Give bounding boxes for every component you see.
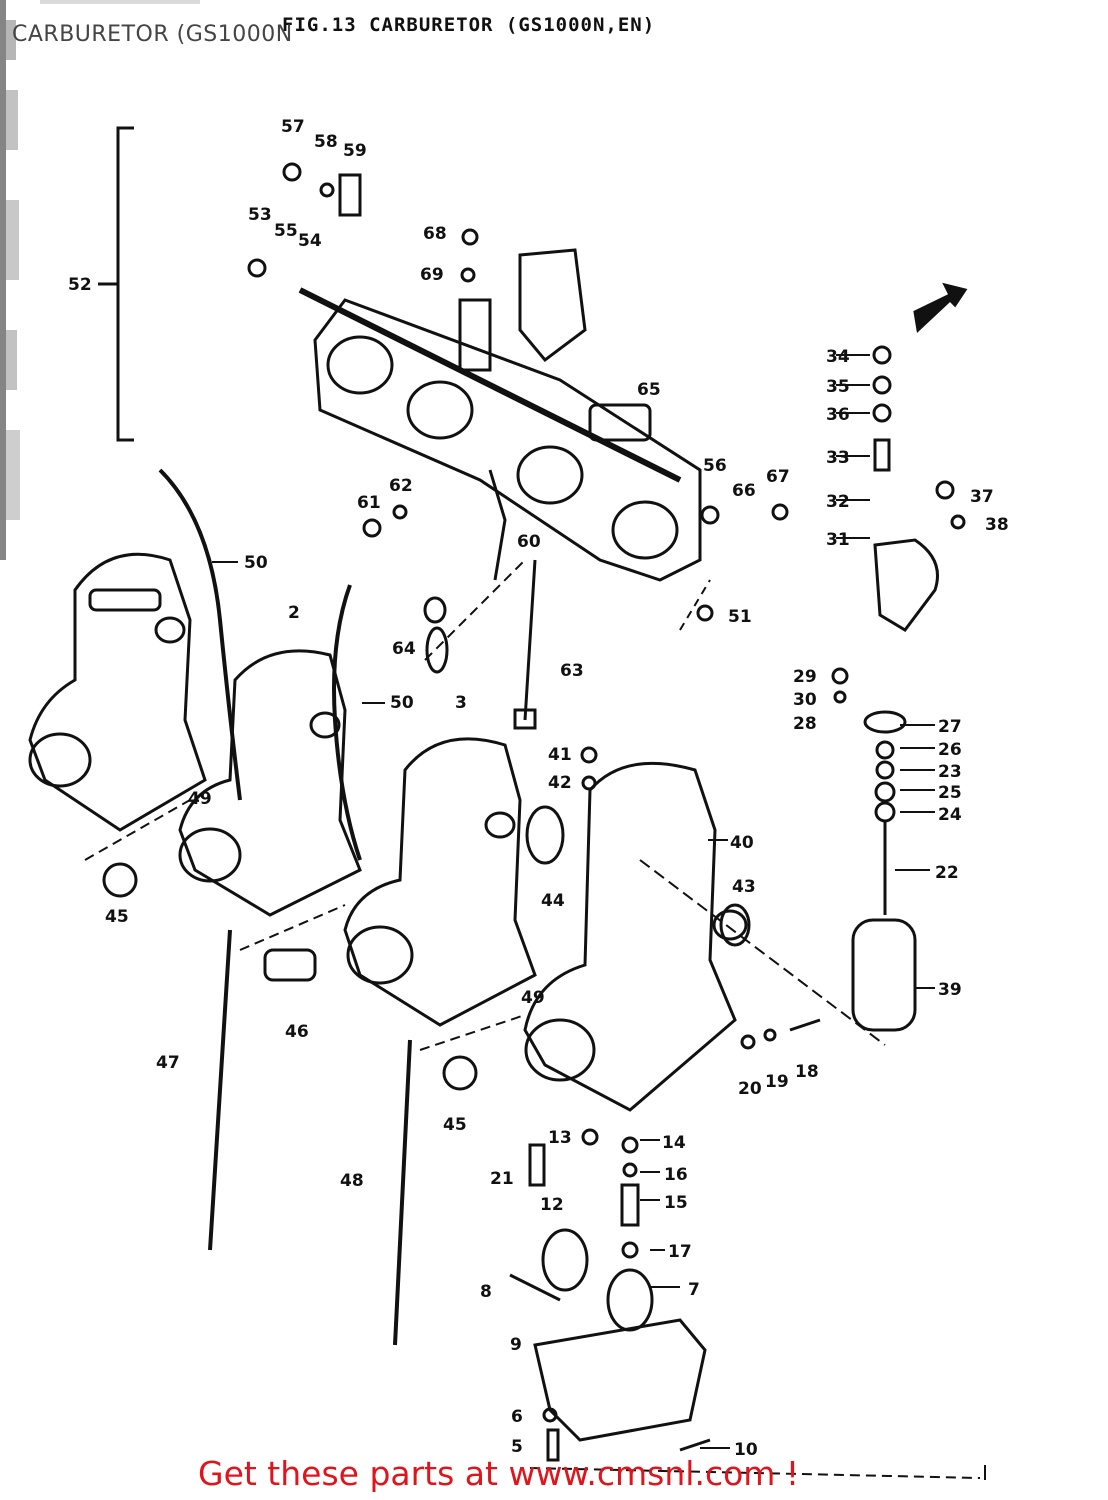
part-label-69: 69 xyxy=(420,265,444,285)
part-label-57: 57 xyxy=(281,117,305,137)
carburetor-body-2 xyxy=(178,649,362,917)
part-label-43: 43 xyxy=(732,877,756,897)
buy-parts-link[interactable]: Get these parts at www.cmsnl.com ! xyxy=(198,1454,800,1493)
part-label-49a: 49 xyxy=(188,789,212,809)
part-label-9: 9 xyxy=(510,1335,522,1355)
part-label-50b: 50 xyxy=(390,693,414,713)
part-label-45b: 45 xyxy=(443,1115,467,1135)
part-label-52: 52 xyxy=(68,275,92,295)
part-label-39: 39 xyxy=(938,980,962,1000)
part-label-30: 30 xyxy=(793,690,817,710)
part-label-42: 42 xyxy=(548,773,572,793)
part-label-44: 44 xyxy=(541,891,565,911)
part-label-67: 67 xyxy=(766,467,790,487)
part-label-20: 20 xyxy=(738,1079,762,1099)
part-label-65: 65 xyxy=(637,380,661,400)
part-label-5: 5 xyxy=(511,1437,523,1457)
part-label-68: 68 xyxy=(423,224,447,244)
part-label-46: 46 xyxy=(285,1022,309,1042)
part-label-8: 8 xyxy=(480,1282,492,1302)
part-label-16: 16 xyxy=(664,1165,688,1185)
part-label-33: 33 xyxy=(826,448,850,468)
part-label-49b: 49 xyxy=(521,988,545,1008)
part-number-labels: 2 3 5 6 7 8 9 10 12 13 14 15 16 17 18 19… xyxy=(68,117,1009,1460)
front-arrow-icon xyxy=(913,282,968,334)
part-label-47: 47 xyxy=(156,1053,180,1073)
part-label-6: 6 xyxy=(511,1407,523,1427)
part-label-63: 63 xyxy=(560,661,584,681)
jet-needle-63 xyxy=(513,559,537,730)
carburetor-body-1 xyxy=(28,552,207,832)
part-label-54: 54 xyxy=(298,231,322,251)
part-label-51: 51 xyxy=(728,607,752,627)
part-label-37: 37 xyxy=(970,487,994,507)
part-label-34: 34 xyxy=(826,347,850,367)
part-label-12: 12 xyxy=(540,1195,564,1215)
part-label-31: 31 xyxy=(826,530,850,550)
part-label-53: 53 xyxy=(248,205,272,225)
carburetor-body-3 xyxy=(343,737,537,1027)
part-label-15: 15 xyxy=(664,1193,688,1213)
part-label-64: 64 xyxy=(392,639,416,659)
figure-title: FIG.13 CARBURETOR (GS1000N,EN) xyxy=(282,14,656,36)
part-label-41: 41 xyxy=(548,745,572,765)
scan-noise xyxy=(0,0,200,560)
page-title: CARBURETOR (GS1000N xyxy=(12,22,293,47)
part-label-45a: 45 xyxy=(105,907,129,927)
part-label-25: 25 xyxy=(938,783,962,803)
part-label-56: 56 xyxy=(703,456,727,476)
part-label-32: 32 xyxy=(826,492,850,512)
manifold-plate xyxy=(298,248,702,582)
part-label-62: 62 xyxy=(389,476,413,496)
part-label-59: 59 xyxy=(343,141,367,161)
part-label-13: 13 xyxy=(548,1128,572,1148)
part-label-35: 35 xyxy=(826,377,850,397)
part-label-29: 29 xyxy=(793,667,817,687)
part-label-19: 19 xyxy=(765,1072,789,1092)
part-label-36: 36 xyxy=(826,405,850,425)
part-label-61: 61 xyxy=(357,493,381,513)
part-label-23: 23 xyxy=(938,762,962,782)
piston-assembly xyxy=(851,345,939,1032)
carburetor-body-4 xyxy=(523,761,748,1112)
part-label-40: 40 xyxy=(730,833,754,853)
bracket-52 xyxy=(98,126,134,442)
part-label-22: 22 xyxy=(935,863,959,883)
part-label-27: 27 xyxy=(938,717,962,737)
part-label-2: 2 xyxy=(288,603,300,623)
part-label-55: 55 xyxy=(274,221,298,241)
part-label-21: 21 xyxy=(490,1169,514,1189)
part-label-7: 7 xyxy=(688,1280,700,1300)
part-label-48: 48 xyxy=(340,1171,364,1191)
part-label-60: 60 xyxy=(517,532,541,552)
part-label-17: 17 xyxy=(668,1242,692,1262)
part-label-28: 28 xyxy=(793,714,817,734)
part-label-38: 38 xyxy=(985,515,1009,535)
part-label-3: 3 xyxy=(455,693,467,713)
part-label-50a: 50 xyxy=(244,553,268,573)
part-label-10: 10 xyxy=(734,1440,758,1460)
part-label-26: 26 xyxy=(938,740,962,760)
hoses xyxy=(158,468,412,1346)
part-label-66: 66 xyxy=(732,481,756,501)
part-label-24: 24 xyxy=(938,805,962,825)
part-label-58: 58 xyxy=(314,132,338,152)
part-label-14: 14 xyxy=(662,1133,686,1153)
part-label-18: 18 xyxy=(795,1062,819,1082)
leader-lines xyxy=(84,354,986,1480)
small-parts xyxy=(102,162,966,1462)
